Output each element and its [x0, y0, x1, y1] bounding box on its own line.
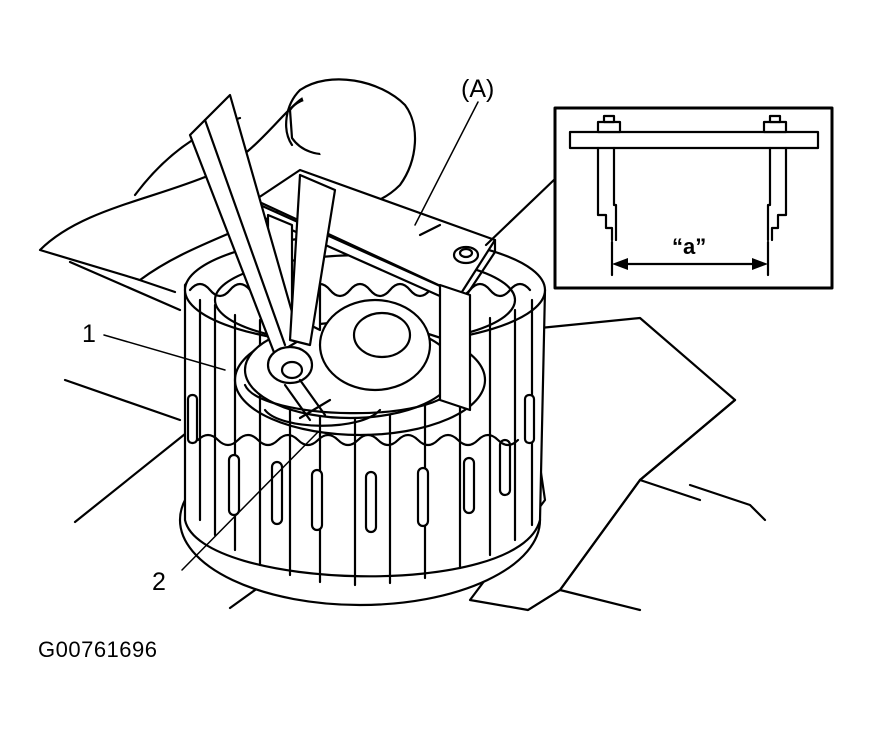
figure-id: G00761696 [38, 637, 158, 662]
leader-lines [103, 101, 558, 571]
callout-2: 2 [152, 568, 166, 596]
callout-1: 1 [82, 320, 96, 348]
label-tool-a: (A) [461, 75, 494, 103]
detail-inset [553, 106, 834, 290]
leader-tool-a [414, 101, 479, 226]
hand [38, 78, 417, 282]
snap-ring-part-2 [263, 398, 382, 427]
leader-detail [484, 176, 558, 247]
dimension-label-a: “a” [672, 234, 706, 259]
leader-callout-2 [181, 431, 319, 571]
piston-part-1 [243, 298, 457, 420]
leader-callout-1 [103, 334, 226, 371]
